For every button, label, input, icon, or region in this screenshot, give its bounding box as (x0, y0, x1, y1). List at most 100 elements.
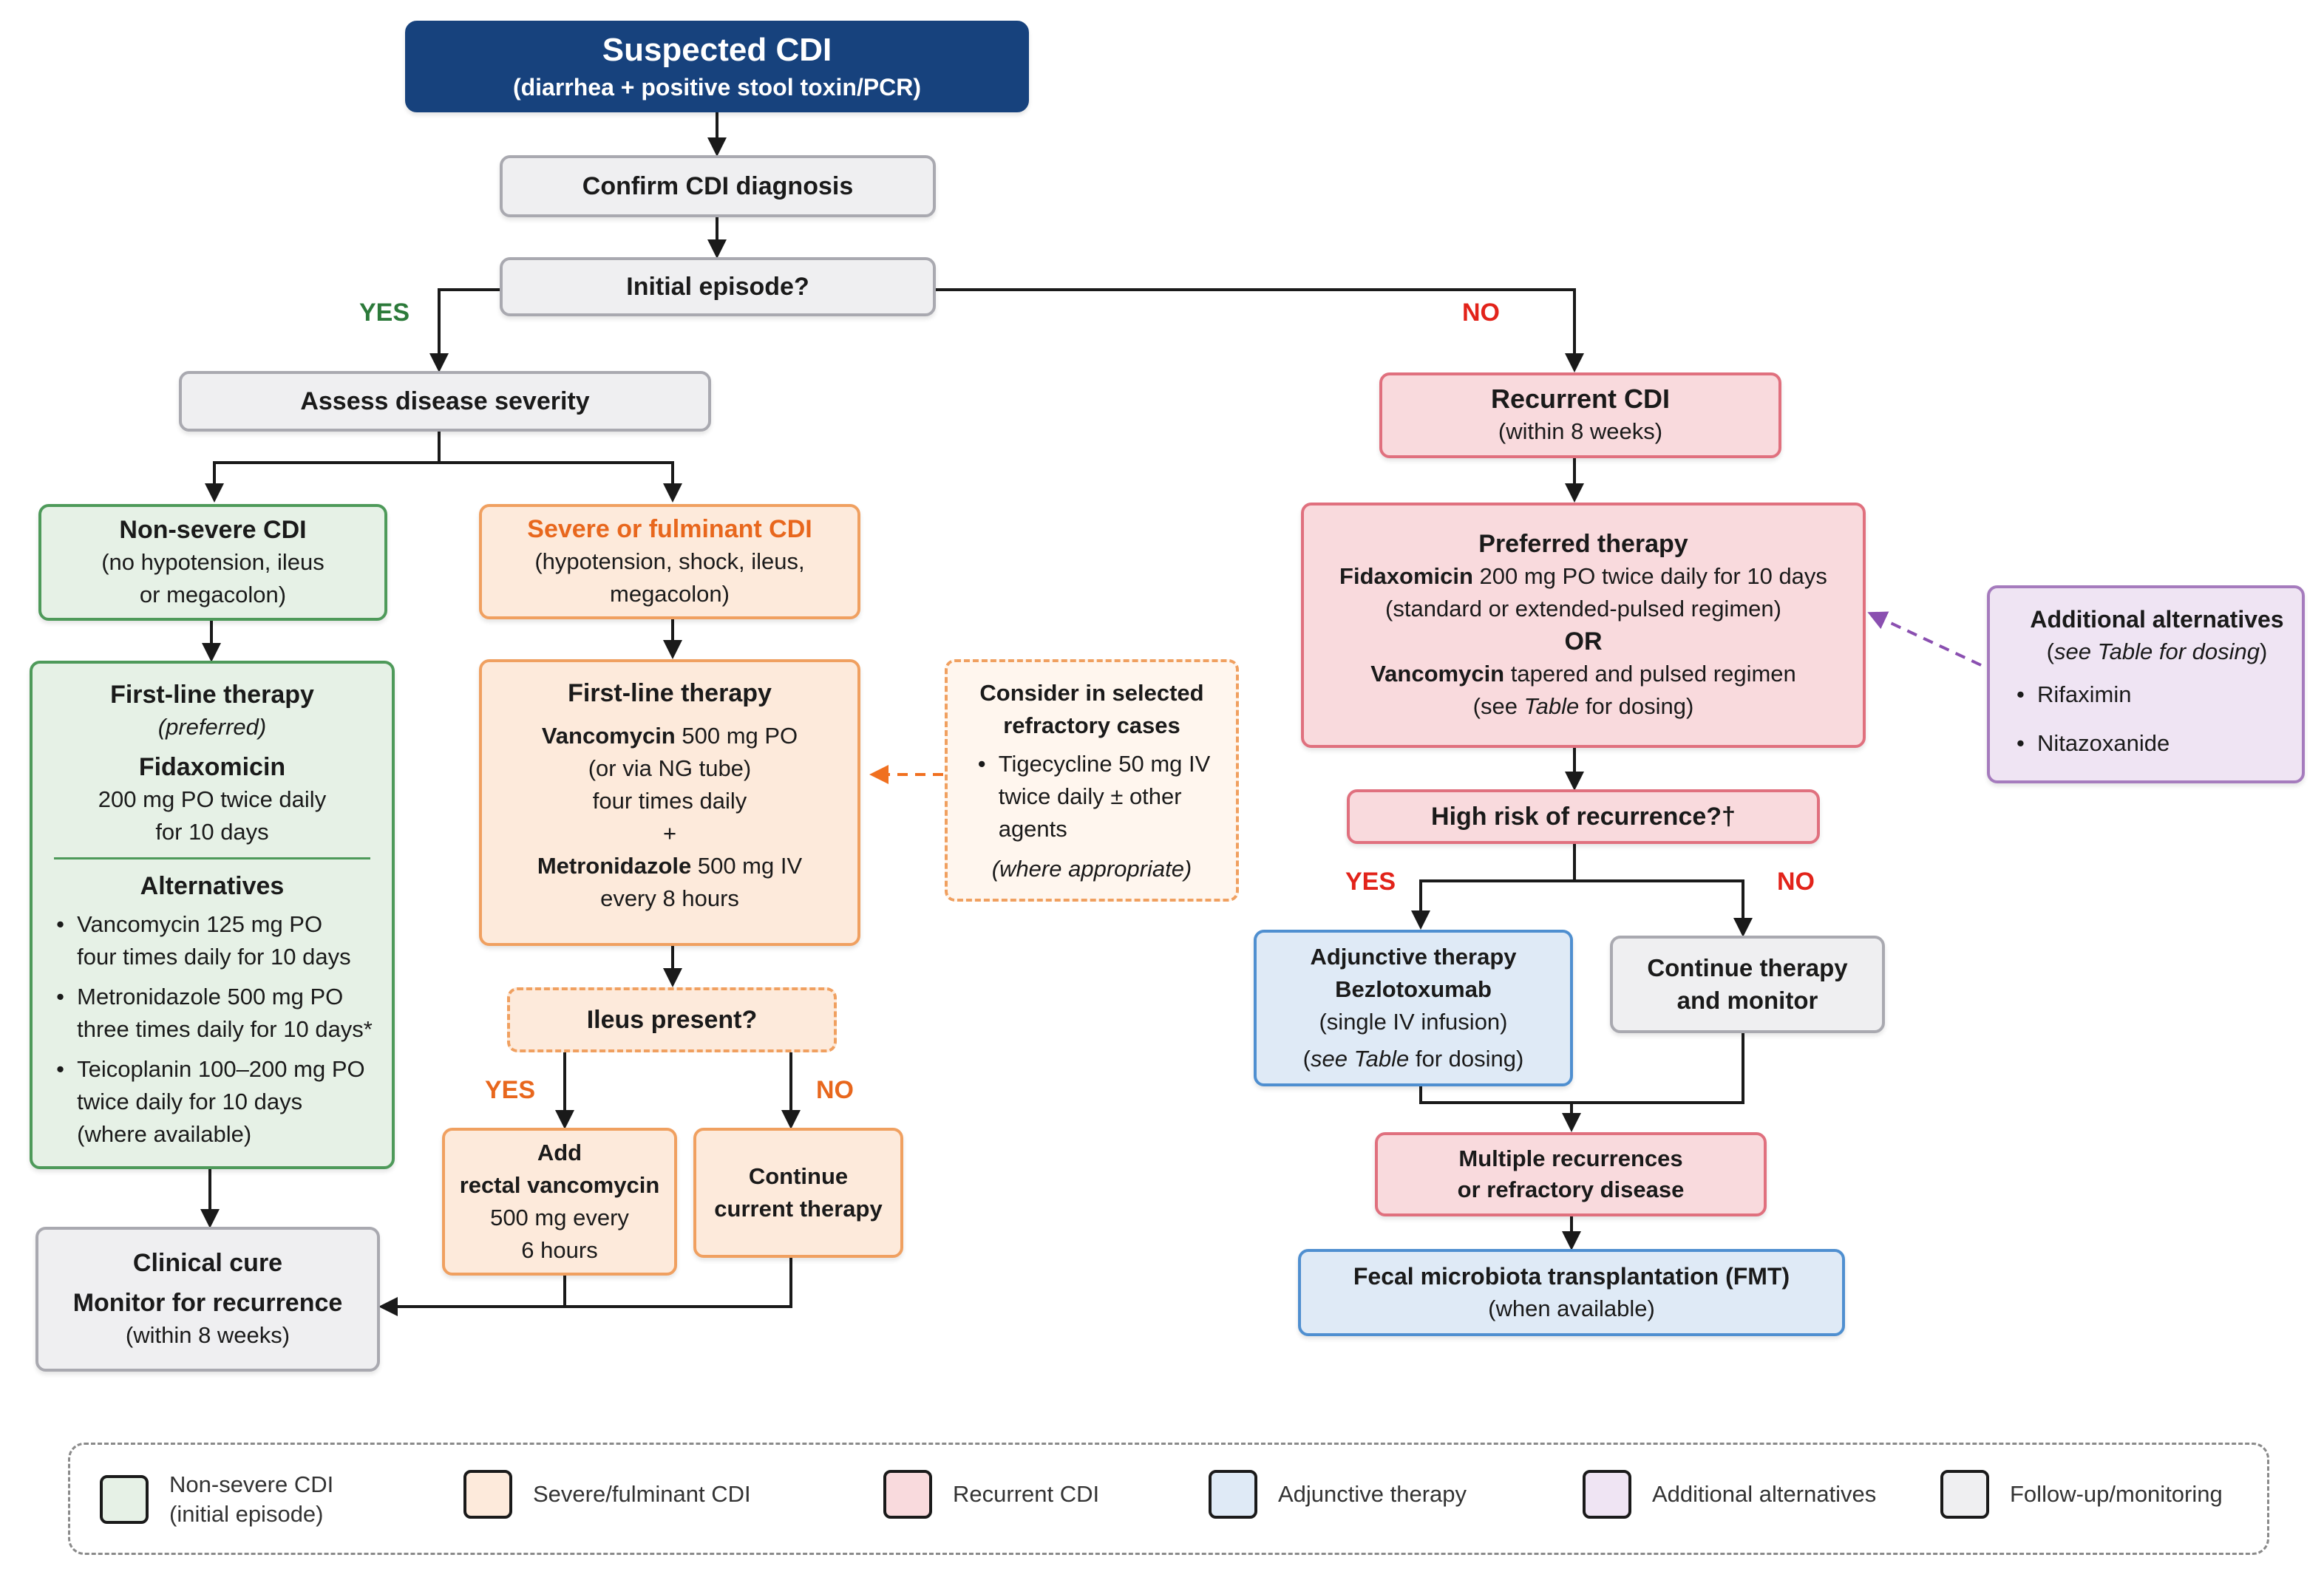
add-line3: 6 hours (521, 1237, 598, 1263)
initial-title: Initial episode? (626, 273, 809, 301)
risk-no-label: NO (1777, 868, 1815, 896)
severe-line1: (hypotension, shock, ileus, (534, 548, 805, 574)
fl-orange-line2: (or via NG tube) (588, 755, 752, 781)
legend-item-followup: Follow-up/monitoring (1940, 1470, 2223, 1519)
adjunctive-line1: (single IV infusion) (1319, 1009, 1508, 1035)
initial-no-label: NO (1462, 299, 1500, 327)
fl-green-divider (54, 857, 370, 859)
refractory-list: Tigecycline 50 mg IV twice daily ± other… (960, 748, 1224, 853)
preferred-drug2: Vancomycin (1370, 661, 1505, 687)
refractory-item: Tigecycline 50 mg IV twice daily ± other… (974, 748, 1211, 845)
continue-line1: Continue (748, 1163, 849, 1189)
preferred-line3: Vancomycin tapered and pulsed regimen (1370, 658, 1796, 690)
preferred-drug1-dose: 200 mg PO twice daily for 10 days (1472, 563, 1827, 589)
severe-title: Severe or fulminant CDI (527, 515, 812, 543)
continue-monitor-node: Continue therapy and monitor (1610, 936, 1885, 1033)
alt-teico-l2: twice daily for 10 days (77, 1089, 303, 1114)
fl-orange-drug2-dose: 500 mg IV (691, 853, 803, 879)
legend-text-recurrent: Recurrent CDI (953, 1481, 1100, 1507)
arrow-add-cure (378, 1274, 566, 1316)
ileus-present-node: Ileus present? (507, 987, 837, 1052)
confirm-diagnosis-node: Confirm CDI diagnosis (500, 155, 936, 217)
legend-swatch-blue (1209, 1470, 1257, 1519)
legend-swatch-grey (1940, 1470, 1989, 1519)
legend-text-severe: Severe/fulminant CDI (533, 1481, 751, 1507)
nonsevere-line2: or megacolon) (139, 582, 287, 607)
multiple-line2: or refractory disease (1457, 1177, 1685, 1202)
continue-monitor-line2: and monitor (1676, 987, 1818, 1014)
fl-green-dose1: 200 mg PO twice daily (98, 786, 327, 812)
preferred-or: OR (1564, 627, 1603, 656)
legend-nonsevere-l1: Non-severe CDI (169, 1471, 334, 1497)
assess-severity-node: Assess disease severity (179, 371, 711, 432)
refractory-title1: Consider in selected (979, 680, 1204, 706)
preferred-line4: (see Table for dosing) (1473, 690, 1694, 723)
additional-item-rifaximin: Rifaximin (2012, 678, 2170, 711)
nonsevere-title: Non-severe CDI (119, 516, 307, 544)
line-adj-merge (1419, 1086, 1581, 1132)
fl-orange-line3: four times daily (592, 788, 747, 814)
legend-item-severe: Severe/fulminant CDI (463, 1470, 751, 1519)
preferred-drug1: Fidaxomicin (1339, 563, 1473, 589)
confirm-title: Confirm CDI diagnosis (582, 172, 854, 200)
high-risk-title: High risk of recurrence?† (1431, 803, 1736, 831)
suspected-title: Suspected CDI (602, 32, 832, 68)
add-line1: rectal vancomycin (459, 1172, 660, 1198)
legend-swatch-purple (1583, 1470, 1631, 1519)
fl-green-alt-title: Alternatives (140, 872, 285, 900)
legend-swatch-red (883, 1470, 932, 1519)
add-title: Add (537, 1140, 582, 1165)
additional-see-post: ) (2260, 639, 2268, 664)
fl-green-title: First-line therapy (110, 681, 314, 709)
clinical-cure-node: Clinical cure Monitor for recurrence (wi… (35, 1227, 380, 1372)
adjunctive-title: Adjunctive therapy (1310, 944, 1517, 970)
arrow-initial-assess (429, 288, 501, 372)
severe-cdi-node: Severe or fulminant CDI (hypotension, sh… (479, 504, 860, 619)
adjunctive-drug: Bezlotoxumab (1335, 976, 1492, 1002)
cure-line1: Monitor for recurrence (72, 1289, 343, 1317)
adjunctive-see-pre: ( (1302, 1046, 1311, 1072)
legend-text-adjunctive: Adjunctive therapy (1278, 1481, 1467, 1507)
refractory-note: (where appropriate) (991, 856, 1192, 882)
first-line-therapy-green: First-line therapy (preferred) Fidaxomic… (30, 661, 395, 1169)
alt-item-teicoplanin: Teicoplanin 100–200 mg PO twice daily fo… (52, 1053, 373, 1151)
initial-yes-label: YES (359, 299, 410, 327)
add-line2: 500 mg every (490, 1205, 629, 1230)
fmt-node: Fecal microbiota transplantation (FMT) (… (1298, 1249, 1845, 1336)
additional-see-pre: ( (2046, 639, 2054, 664)
preferred-therapy-node: Preferred therapy Fidaxomicin 200 mg PO … (1301, 503, 1866, 748)
ileus-no-label: NO (816, 1076, 854, 1104)
fl-green-drug: Fidaxomicin (138, 753, 286, 781)
alt-teico-l3: (where available) (77, 1121, 252, 1147)
cure-title: Clinical cure (132, 1249, 283, 1277)
legend-text-nonsevere: Non-severe CDI (initial episode) (169, 1470, 333, 1529)
legend-item-nonsevere: Non-severe CDI (initial episode) (100, 1470, 333, 1529)
ileus-title: Ileus present? (586, 1006, 758, 1034)
alt-item-metronidazole: Metronidazole 500 mg PO three times dail… (52, 981, 373, 1046)
refractory-item-l3: agents (998, 816, 1067, 842)
arrow-initial-recurrent (933, 288, 1584, 372)
fl-green-note: (preferred) (157, 714, 267, 740)
preferred-see-it: Table (1523, 693, 1580, 719)
line-cont-merge (1572, 1033, 1744, 1104)
fl-orange-title: First-line therapy (568, 679, 772, 707)
fl-green-dose2: for 10 days (155, 819, 269, 845)
initial-episode-node: Initial episode? (500, 257, 936, 316)
continue-current-therapy-node: Continue current therapy (693, 1128, 903, 1258)
recurrent-cdi-node: Recurrent CDI (within 8 weeks) (1379, 372, 1781, 458)
preferred-line2: (standard or extended-pulsed regimen) (1385, 596, 1781, 622)
adjunctive-see: (see Table for dosing) (1303, 1043, 1524, 1075)
alt-metro-l2: three times daily for 10 days* (77, 1016, 373, 1042)
first-line-therapy-orange: First-line therapy Vancomycin 500 mg PO … (479, 659, 860, 946)
additional-item-nitazoxanide: Nitazoxanide (2012, 727, 2170, 760)
severe-line2: megacolon) (610, 581, 730, 607)
fl-orange-line4: Metronidazole 500 mg IV (537, 850, 802, 882)
adjunctive-therapy-node: Adjunctive therapy Bezlotoxumab (single … (1254, 930, 1573, 1086)
legend-text-additional: Additional alternatives (1652, 1481, 1877, 1507)
fmt-subtitle: (when available) (1488, 1296, 1655, 1321)
fl-orange-line1: Vancomycin 500 mg PO (542, 720, 798, 752)
alt-vanco-l2: four times daily for 10 days (77, 944, 351, 970)
alt-metro-l1: Metronidazole 500 mg PO (77, 984, 344, 1010)
